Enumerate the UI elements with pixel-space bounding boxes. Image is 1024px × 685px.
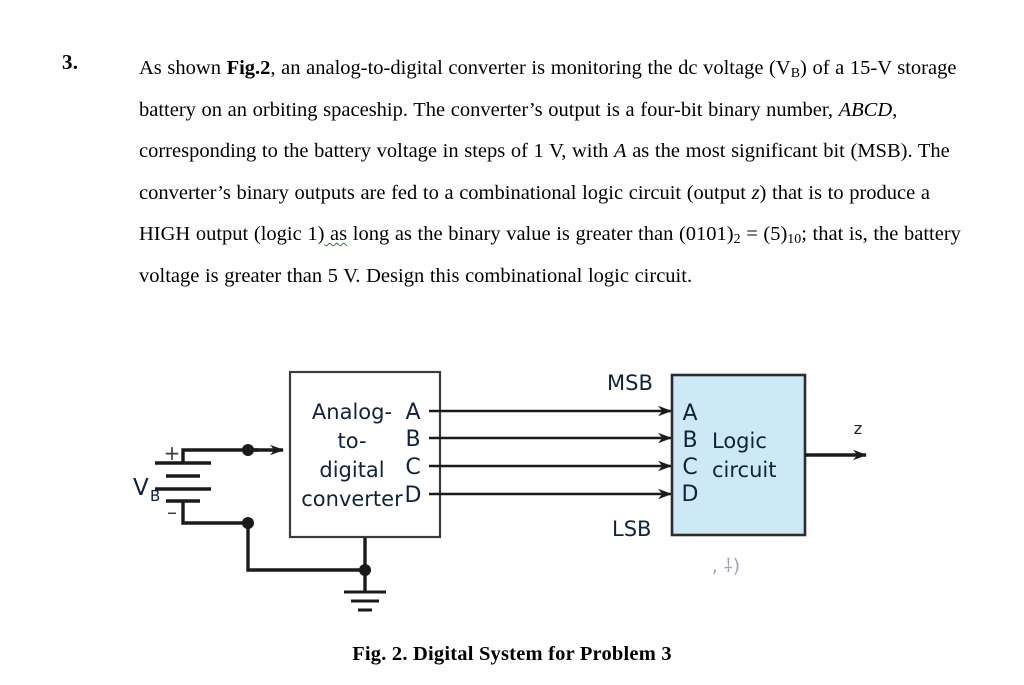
variable-a: A: [614, 140, 627, 162]
subscript-b: B: [790, 66, 800, 82]
text-run: long as the binary value is greater than…: [347, 223, 734, 245]
lsb-label: LSB: [612, 517, 651, 541]
logic-input-pin-c: C: [682, 455, 697, 480]
logic-input-pin-a: A: [682, 401, 697, 426]
text-run: V, with: [549, 140, 615, 162]
source-label: V: [133, 475, 149, 501]
logic-label-line1: Logic: [712, 429, 767, 453]
text-run: battery voltage is greater than 5 V. Des…: [139, 223, 961, 287]
text-run: , corresponding to the battery voltage i…: [139, 98, 898, 163]
variable-z: z: [751, 181, 760, 204]
adc-label-line3: digital: [319, 458, 384, 482]
logic-input-pin-d: D: [682, 482, 699, 507]
adc-box: [288, 370, 442, 539]
adc-input-wire: [242, 444, 284, 456]
text-run: of a 15-V storage battery on an orbiting…: [139, 57, 957, 121]
text-run: = (5): [740, 223, 788, 245]
problem-body: As shown Fig.2, an analog-to-digital con…: [139, 48, 961, 297]
logic-input-pin-b: B: [682, 428, 697, 453]
minus-sign: –: [167, 500, 177, 524]
logic-box: [670, 373, 807, 537]
junction-dot: [242, 444, 254, 456]
spellcheck-underlined-word: as: [324, 223, 348, 245]
subscript-10: 10: [787, 232, 802, 248]
text-run: ): [799, 57, 807, 79]
text-run: fed to a combinational logic circuit (ou…: [391, 181, 752, 204]
fig-reference: Fig.2: [226, 57, 271, 79]
logic-label-line2: circuit: [712, 458, 776, 482]
text-run: ; that is, the: [801, 223, 899, 245]
adc-output-pin-c: C: [405, 455, 420, 480]
adc-output-pin-d: D: [405, 483, 422, 508]
text-run: (logic 1): [253, 223, 325, 245]
output-label-z: z: [854, 419, 862, 438]
junction-dot: [359, 564, 371, 576]
adc-output-pin-a: A: [405, 400, 420, 425]
adc-label-line1: Analog-: [312, 400, 392, 424]
logic-output: z: [805, 419, 867, 461]
scan-artifact: , ⸸): [712, 555, 740, 577]
adc-label-line4: converter: [301, 487, 403, 511]
source-sublabel: B: [150, 487, 160, 505]
logic-circuit-block: A B C D Logic circuit: [670, 373, 807, 537]
adc-block: Analog- to- digital converter A B C D: [288, 370, 442, 539]
figure-caption: Fig. 2. Digital System for Problem 3: [352, 643, 672, 665]
text-run: four-bit binary number,: [640, 98, 839, 121]
problem-number: 3.: [62, 50, 79, 74]
junction-dot: [242, 517, 254, 529]
adc-label-line2: to-: [337, 429, 366, 453]
plus-sign: +: [164, 441, 181, 465]
text-run: , an analog-to-digital converter is moni…: [270, 57, 791, 79]
data-bus-lines: [429, 405, 672, 500]
text-run: as the most significant bit (MSB). The c…: [139, 140, 950, 204]
adc-output-pin-b: B: [405, 427, 420, 452]
battery-source: V B + –: [133, 441, 258, 525]
variable-abcd: ABCD: [838, 98, 893, 121]
text-run: ) that is to produce a HIGH output: [139, 181, 930, 246]
problem-statement: 3. As shown Fig.2, an analog-to-digital …: [62, 48, 961, 297]
subscript-2: 2: [733, 232, 741, 248]
ground-return-wire: [242, 517, 371, 592]
msb-label: MSB: [607, 371, 653, 395]
text-run: As shown: [139, 57, 227, 79]
ground-symbol: [344, 590, 386, 612]
